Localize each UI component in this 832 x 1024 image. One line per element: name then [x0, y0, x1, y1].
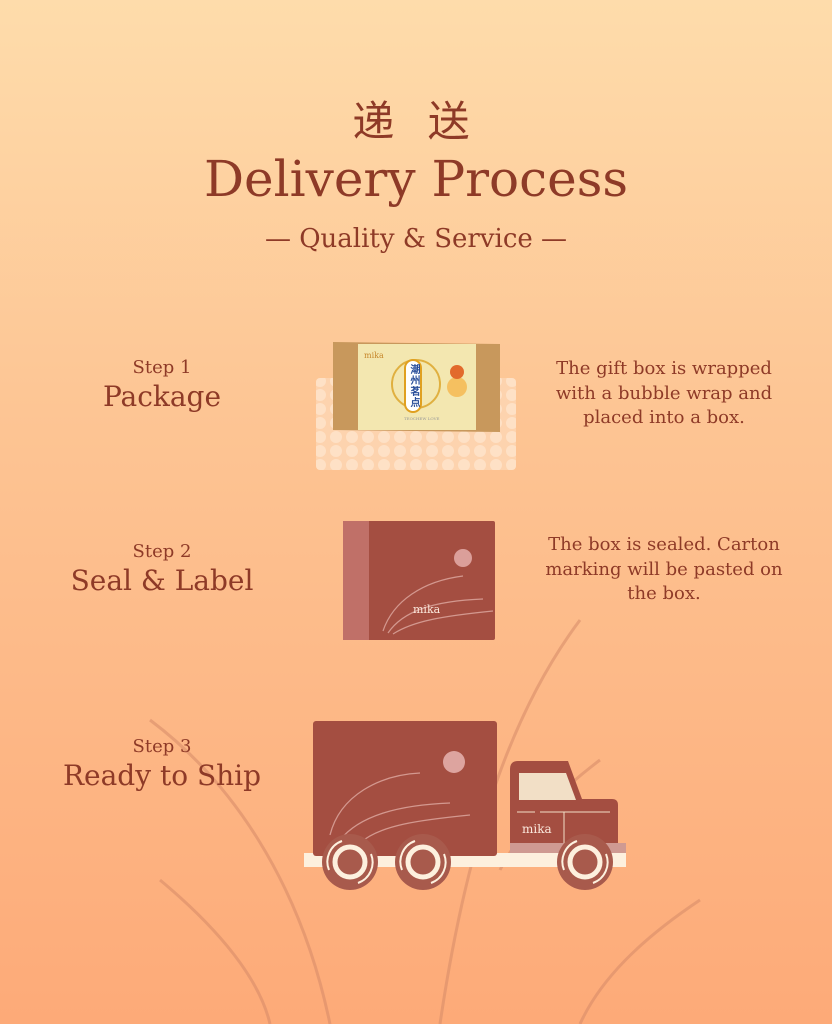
- step-1-description: The gift box is wrapped with a bubble wr…: [555, 358, 773, 428]
- step-2: Step 2 Seal & Label: [2, 541, 322, 597]
- delivery-truck-image: mika: [304, 721, 626, 890]
- page-subtitle: — Quality & Service —: [264, 224, 568, 254]
- giftbox-label: TEOCHEW LOVE: [404, 416, 439, 421]
- step-title: Ready to Ship: [62, 759, 262, 792]
- step-1: Step 1 Package: [2, 357, 322, 413]
- box-brand: mika: [413, 603, 441, 616]
- step-3: Step 3 Ready to Ship: [2, 736, 322, 792]
- gift-box-bubble-wrap-image: mika TEOCHEW LOVE: [316, 342, 516, 470]
- step-title: Package: [102, 380, 222, 413]
- title-chinese: 递 送: [352, 97, 480, 146]
- truck-wheels: [322, 834, 613, 890]
- step-number: Step 1: [132, 357, 192, 378]
- giftbox-chinese-label: 潮州茗点: [408, 364, 419, 408]
- step-title: Seal & Label: [70, 564, 254, 597]
- step-2-description: The box is sealed. Carton marking will b…: [545, 534, 783, 604]
- step-number: Step 2: [132, 541, 192, 562]
- sealed-box-image: mika: [343, 521, 495, 640]
- truck-brand: mika: [522, 822, 552, 836]
- page-title: Delivery Process: [203, 150, 629, 208]
- step-number: Step 3: [132, 736, 192, 757]
- giftbox-brand: mika: [364, 351, 384, 360]
